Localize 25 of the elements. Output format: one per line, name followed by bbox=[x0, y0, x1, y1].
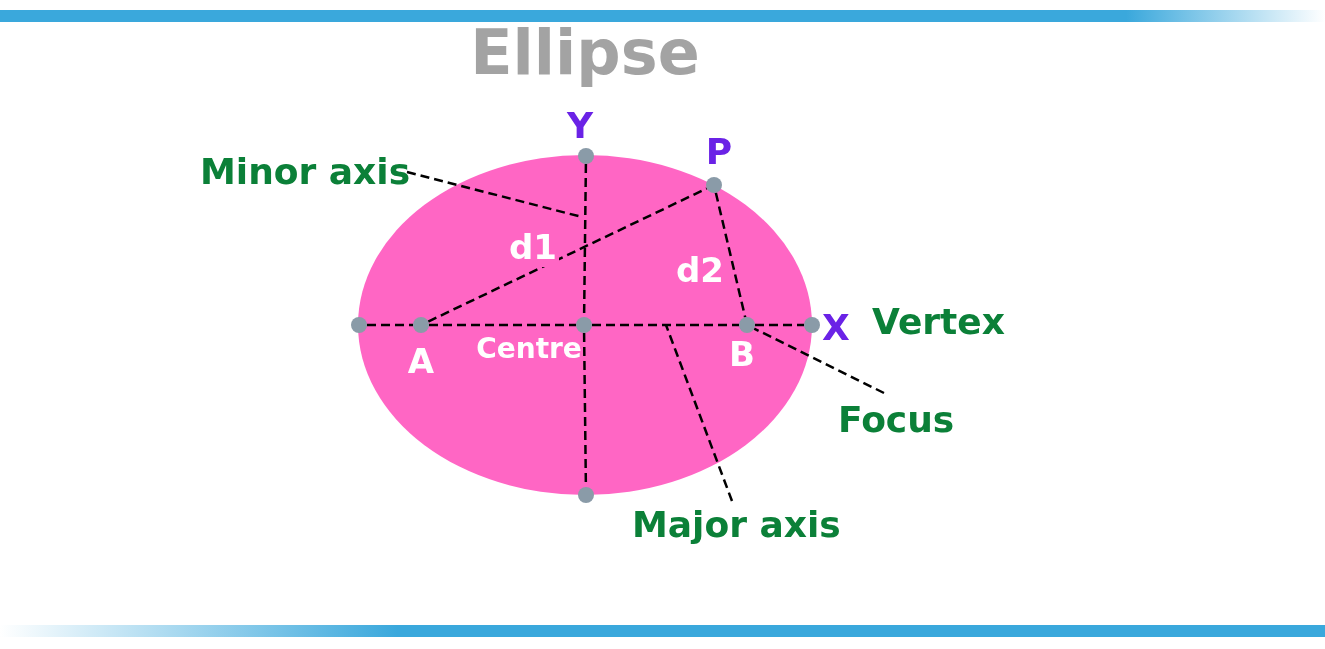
point-dot bbox=[351, 317, 367, 333]
point-label: B bbox=[729, 334, 755, 374]
point-label: Y bbox=[566, 104, 594, 146]
dashed-line bbox=[592, 323, 739, 327]
dashed-line bbox=[367, 323, 413, 327]
point-dot bbox=[578, 487, 594, 503]
point-label: Centre bbox=[476, 331, 582, 365]
dashed-line bbox=[427, 187, 708, 323]
leader-line bbox=[753, 327, 885, 395]
point-dot bbox=[576, 317, 592, 333]
term-label: Vertex bbox=[872, 300, 1005, 344]
dashed-line bbox=[714, 192, 747, 318]
point-dot bbox=[739, 317, 755, 333]
term-label: Major axis bbox=[632, 503, 841, 547]
point-label: A bbox=[407, 341, 435, 381]
leader-line bbox=[664, 324, 734, 502]
point-dot bbox=[413, 317, 429, 333]
dashed-line bbox=[429, 323, 576, 327]
point-label: X bbox=[822, 306, 850, 348]
term-label: Minor axis bbox=[200, 150, 411, 194]
point-label: P bbox=[705, 130, 733, 172]
point-dot bbox=[804, 317, 820, 333]
term-label: Focus bbox=[838, 398, 955, 442]
dashed-line bbox=[755, 323, 804, 327]
point-dot bbox=[578, 148, 594, 164]
